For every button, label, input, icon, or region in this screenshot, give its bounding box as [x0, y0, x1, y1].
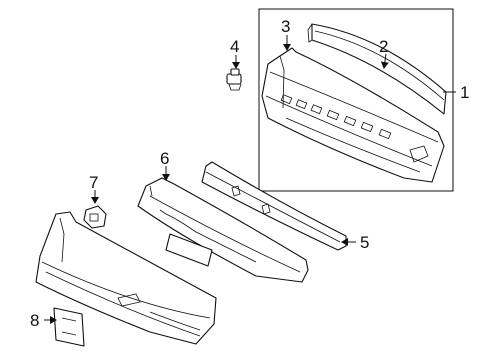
retainer-bracket[interactable] [83, 205, 107, 229]
impact-absorber-bar[interactable] [201, 161, 347, 251]
front-bumper-cover[interactable] [35, 211, 217, 345]
lower-valance-absorber[interactable] [137, 177, 309, 283]
upper-trim-strip[interactable] [307, 23, 447, 115]
clip-fastener[interactable] [226, 68, 242, 91]
callout-6: 6 [160, 149, 169, 168]
callout-3: 3 [281, 17, 290, 36]
callout-2: 2 [379, 37, 388, 56]
callout-4: 4 [230, 37, 239, 56]
callout-5: 5 [360, 233, 369, 252]
license-plate-bracket[interactable] [53, 307, 85, 347]
callout-7: 7 [89, 173, 98, 192]
assembly-box [258, 8, 454, 192]
leader-2 [380, 53, 389, 69]
callout-1: 1 [460, 83, 469, 102]
callout-8: 8 [30, 311, 39, 330]
bumper-cover-assembly[interactable] [261, 47, 445, 183]
